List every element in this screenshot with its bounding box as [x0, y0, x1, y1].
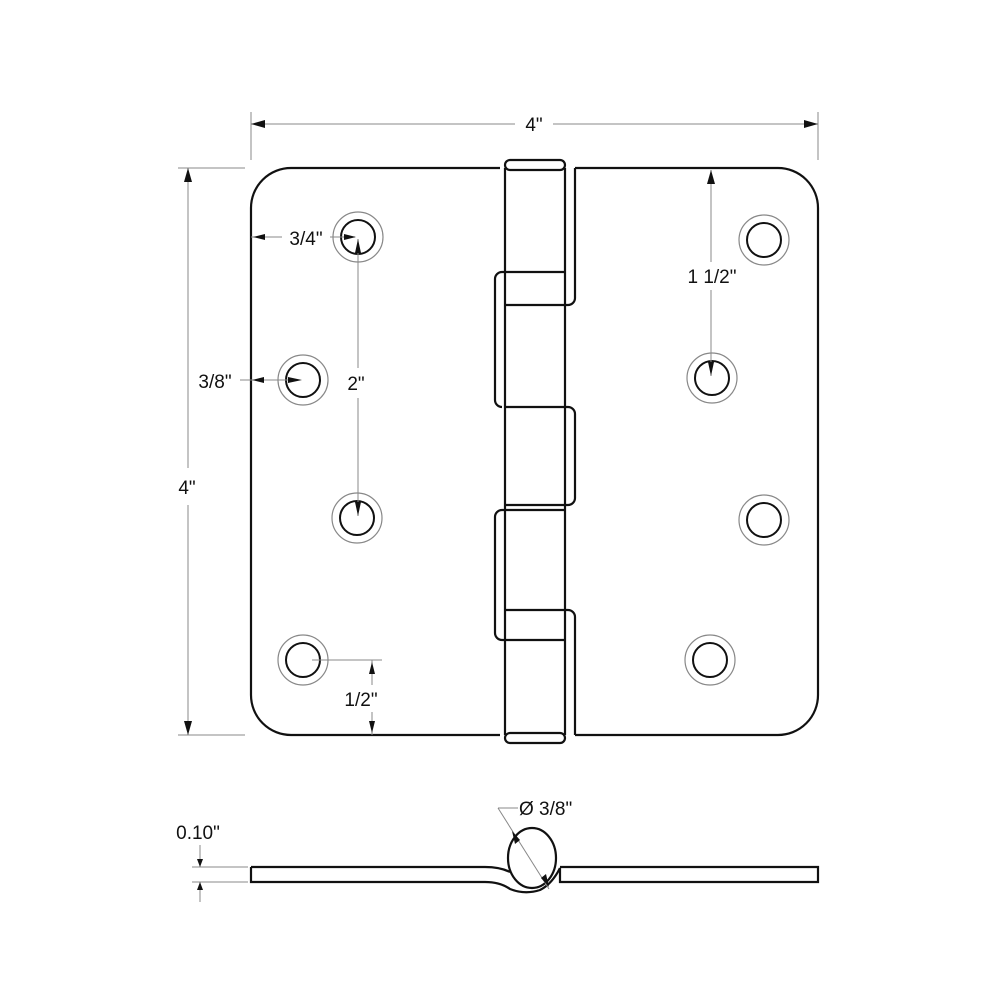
label-2: 2" — [347, 374, 364, 395]
screw-hole — [738, 214, 790, 266]
side-view: Ø 3/8" 0.10" — [176, 799, 820, 902]
hinge-knuckles — [493, 158, 577, 745]
screw-hole — [738, 494, 790, 546]
left-hole-spacing-dimension: 2" — [347, 239, 365, 516]
top-hole-offset-dimension: 3/4" — [251, 229, 356, 250]
bottom-hole-offset-dimension: 1/2" — [312, 659, 382, 735]
height-label: 4" — [178, 478, 195, 499]
right-hole-spacing-dimension: 1 1/2" — [687, 170, 737, 376]
screw-hole — [684, 634, 736, 686]
pin-diameter-label: Ø 3/8" — [519, 799, 572, 820]
width-label: 4" — [525, 115, 542, 136]
width-dimension: 4" — [250, 112, 819, 160]
label-1-1-2: 1 1/2" — [687, 267, 736, 288]
label-3-8: 3/8" — [198, 372, 231, 393]
right-leaf — [575, 166, 820, 737]
label-1-2: 1/2" — [344, 690, 377, 711]
screw-hole — [331, 492, 383, 544]
left-leaf — [249, 166, 500, 737]
height-dimension: 4" — [178, 167, 245, 736]
thickness-label: 0.10" — [176, 823, 220, 844]
label-3-4: 3/4" — [289, 229, 322, 250]
side-hole-offset-dimension: 3/8" — [198, 372, 302, 393]
screw-hole — [686, 352, 738, 404]
